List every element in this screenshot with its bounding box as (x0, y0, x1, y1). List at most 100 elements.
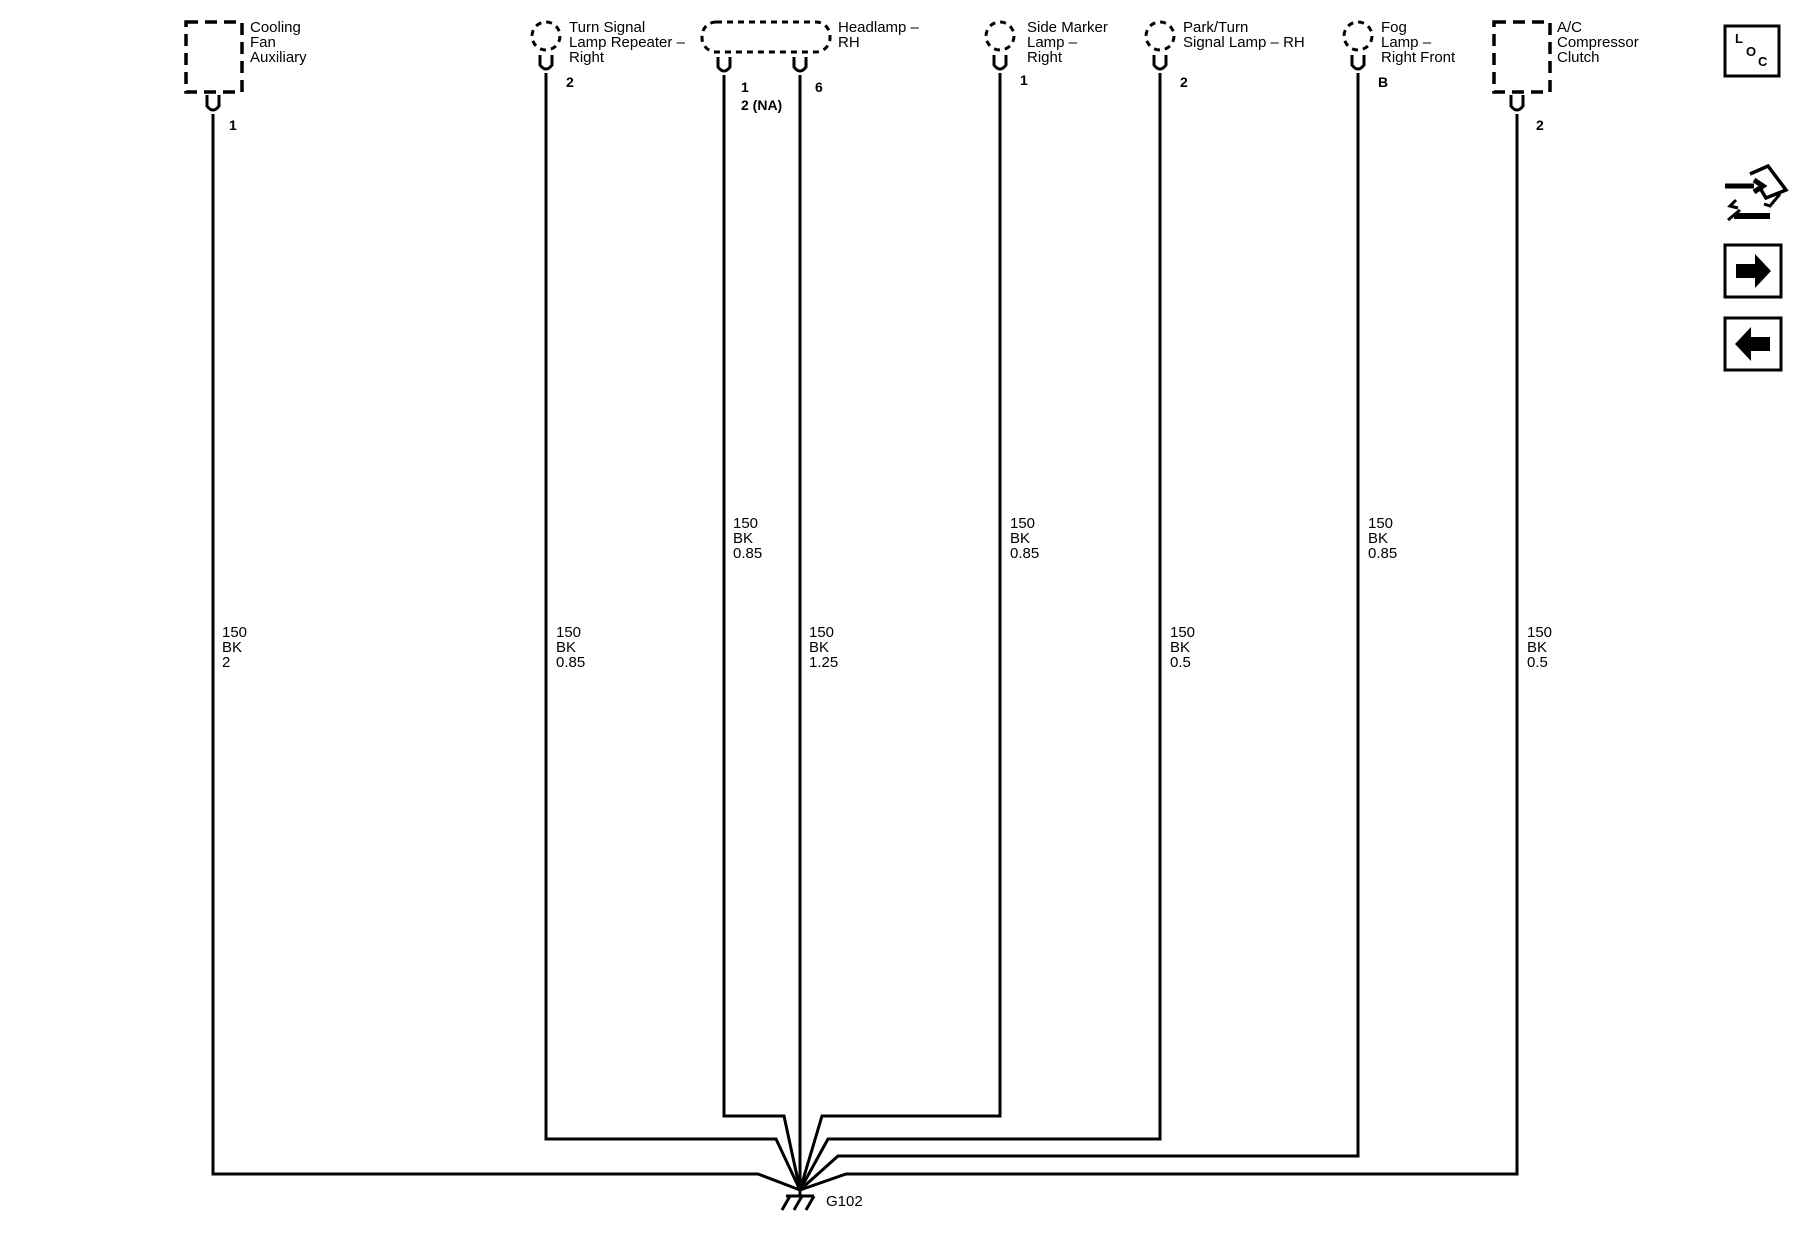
wire-label-ac-clutch: 150 BK 0.5 (1527, 624, 1552, 671)
connector-terminal (205, 95, 221, 112)
component-outline (1342, 20, 1374, 52)
wire-size: 0.85 (556, 654, 585, 671)
component-label: Park/Turn (1183, 19, 1248, 36)
component-outline (984, 20, 1016, 52)
component-outline (1144, 20, 1176, 52)
wire-label-headlamp-pin-1: 150 BK 0.85 (733, 515, 762, 562)
component-label: Lamp – (1381, 34, 1432, 51)
component-label: Clutch (1557, 49, 1600, 66)
wire-color: BK (556, 639, 576, 656)
wire-size: 0.85 (1368, 545, 1397, 562)
wire-fog-lamp[interactable] (798, 73, 1360, 1192)
wire-circuit: 150 (733, 515, 758, 532)
wire-color: BK (222, 639, 242, 656)
wire-color: BK (1527, 639, 1547, 656)
component-ac-compressor-clutch[interactable]: A/C Compressor Clutch 2 (1492, 19, 1639, 133)
ground-g102[interactable]: G102 (780, 1190, 863, 1211)
pin-number: 1 (1020, 72, 1028, 88)
pin-note: 2 (NA) (741, 97, 782, 113)
component-label: A/C (1557, 19, 1582, 36)
component-cooling-fan-auxiliary[interactable]: Cooling Fan Auxiliary 1 (184, 19, 307, 133)
component-label: Fan (250, 34, 276, 51)
wire-ac-clutch[interactable] (799, 114, 1519, 1192)
wire-cooling-fan[interactable] (211, 114, 801, 1192)
wire-color: BK (1170, 639, 1190, 656)
pin-number: 2 (566, 74, 574, 90)
wire-size: 0.5 (1527, 654, 1548, 671)
wire-color: BK (809, 639, 829, 656)
component-label: Compressor (1557, 34, 1639, 51)
wire-turn-signal-repeater[interactable] (544, 73, 802, 1191)
pin-number: B (1378, 74, 1388, 90)
wire-circuit: 150 (556, 624, 581, 641)
component-headlamp-rh[interactable]: Headlamp – RH 1 2 (NA) 6 (700, 19, 920, 113)
connector-terminal (1152, 55, 1168, 71)
loc-letter: L (1735, 31, 1743, 46)
component-label: Right (569, 49, 605, 66)
component-turn-signal-lamp-repeater-right[interactable]: Turn Signal Lamp Repeater – Right 2 (530, 19, 686, 90)
wire-label-fog-lamp: 150 BK 0.85 (1368, 515, 1397, 562)
component-outline (530, 20, 562, 52)
wire-label-turn-signal-repeater: 150 BK 0.85 (556, 624, 585, 671)
component-label: Right (1027, 49, 1063, 66)
component-outline (184, 20, 244, 94)
component-park-turn-signal-lamp-rh[interactable]: Park/Turn Signal Lamp – RH 2 (1144, 19, 1305, 90)
wire-color: BK (733, 530, 753, 547)
wire-label-side-marker: 150 BK 0.85 (1010, 515, 1039, 562)
loc-letter: C (1758, 54, 1768, 69)
wire-size: 0.85 (733, 545, 762, 562)
loc-icon[interactable]: L O C (1723, 24, 1781, 78)
next-arrow-icon[interactable] (1723, 243, 1783, 299)
ground-icon (780, 1190, 816, 1211)
wire-color: BK (1010, 530, 1030, 547)
pin-number: 1 (741, 79, 749, 95)
component-label: Cooling (250, 19, 301, 36)
wire-size: 0.5 (1170, 654, 1191, 671)
wire-size: 1.25 (809, 654, 838, 671)
component-fog-lamp-right-front[interactable]: Fog Lamp – Right Front B (1342, 19, 1456, 90)
component-label: Headlamp – (838, 19, 920, 36)
component-label: Side Marker (1027, 19, 1108, 36)
component-outline (1492, 20, 1552, 94)
wire-circuit: 150 (1170, 624, 1195, 641)
wire-label-cooling-fan: 150 BK 2 (222, 624, 247, 671)
connector-terminal (792, 57, 808, 73)
connector-terminal (992, 55, 1008, 71)
component-label: Fog (1381, 19, 1407, 36)
pin-number: 2 (1180, 74, 1188, 90)
connector-terminal (716, 57, 732, 73)
component-label: Right Front (1381, 49, 1456, 66)
loc-letter: O (1746, 44, 1756, 59)
component-label: Turn Signal (569, 19, 645, 36)
component-side-marker-lamp-right[interactable]: Side Marker Lamp – Right 1 (984, 19, 1108, 88)
connector-terminal (1509, 95, 1525, 112)
component-label: Lamp – (1027, 34, 1078, 51)
harness-icon[interactable] (1725, 163, 1789, 222)
wire-color: BK (1368, 530, 1388, 547)
component-label: Lamp Repeater – (569, 34, 686, 51)
wire-circuit: 150 (1368, 515, 1393, 532)
ground-label: G102 (826, 1193, 863, 1210)
pin-number: 1 (229, 117, 237, 133)
wire-circuit: 150 (809, 624, 834, 641)
wire-label-headlamp-pin-6: 150 BK 1.25 (809, 624, 838, 671)
wire-side-marker[interactable] (798, 73, 1002, 1191)
wire-circuit: 150 (222, 624, 247, 641)
component-label: Signal Lamp – RH (1183, 34, 1305, 51)
component-label: RH (838, 34, 860, 51)
connector-terminal (538, 55, 554, 71)
pin-number: 2 (1536, 117, 1544, 133)
component-outline (700, 20, 832, 54)
component-label: Auxiliary (250, 49, 307, 66)
previous-arrow-icon[interactable] (1723, 316, 1783, 372)
wire-park-turn[interactable] (798, 73, 1162, 1191)
pin-number: 6 (815, 79, 823, 95)
wire-circuit: 150 (1010, 515, 1035, 532)
connector-terminal (1350, 55, 1366, 71)
wire-size: 0.85 (1010, 545, 1039, 562)
wire-headlamp-pin-1[interactable] (722, 75, 802, 1191)
wire-label-park-turn: 150 BK 0.5 (1170, 624, 1195, 671)
wire-size: 2 (222, 654, 230, 671)
wire-circuit: 150 (1527, 624, 1552, 641)
